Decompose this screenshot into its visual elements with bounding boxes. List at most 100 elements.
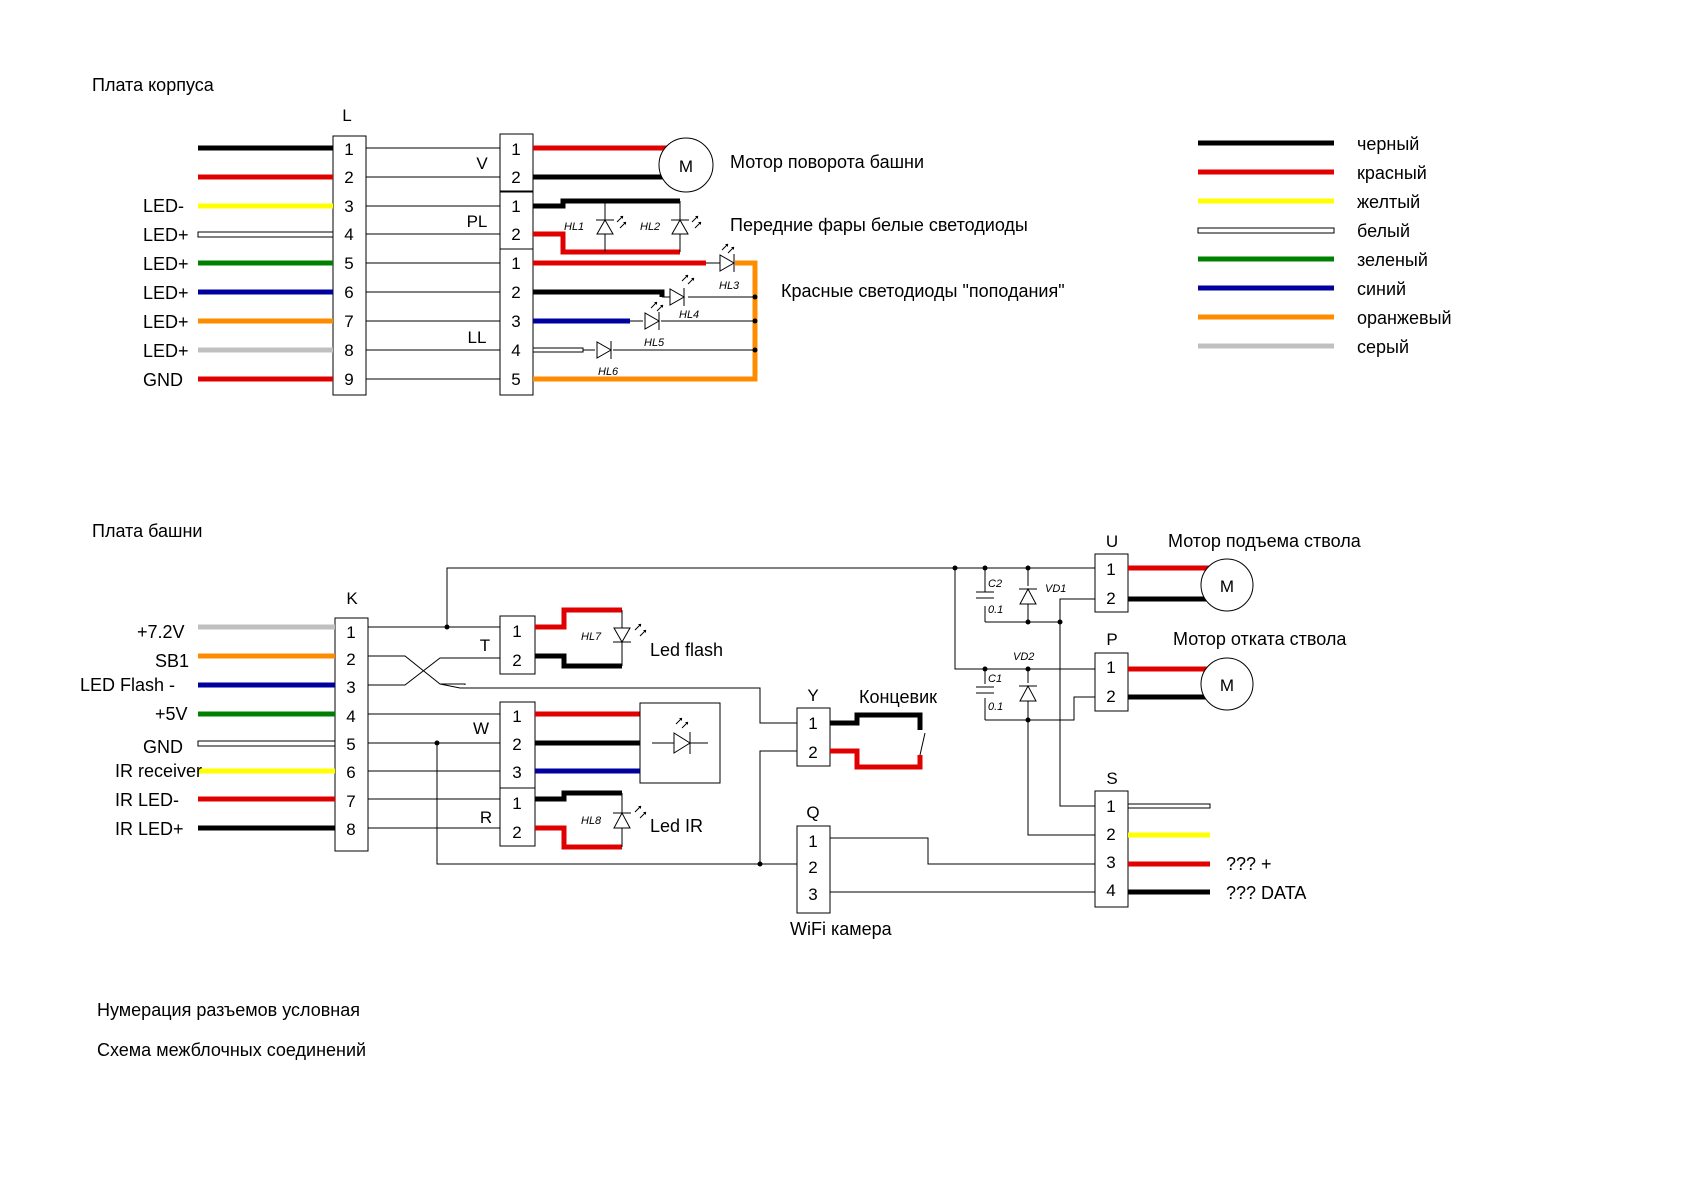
wire-label-led-plus: LED+ [143,225,189,245]
connector-Y: Y 1 2 [796,686,831,767]
pin-label: 4 [1106,881,1115,900]
hl3-label: HL3 [719,280,740,292]
hl7-label: HL7 [581,631,602,643]
connector-P-label: P [1106,630,1117,649]
turret-motor-label: Мотор поворота башни [730,152,924,172]
capacitor-c1: C1 0.1 [976,673,1003,713]
connector-U: U 1 2 M [1094,532,1254,613]
pin-label: 2 [511,225,520,244]
hl2-label: HL2 [640,221,660,233]
turret-interconnect-lines [368,567,1095,865]
pin-label: 3 [511,312,520,331]
s-pin4-label: ??? DATA [1226,883,1306,903]
limit-switch-label: Концевик [859,687,937,707]
connector-Q-label: Q [806,803,819,822]
headlights-label: Передние фары белые светодиоды [730,215,1028,235]
wire-label-sb1: SB1 [155,651,189,671]
pin-label: 6 [344,283,353,302]
pin-label: 2 [808,743,817,762]
pin-label: 4 [346,707,355,726]
legend-label: белый [1357,221,1410,241]
wire-label-gnd: GND [143,737,183,757]
pin-label: 5 [511,370,520,389]
connector-PL: 1 2 PL [467,191,534,250]
pin-label: 2 [1106,825,1115,844]
connector-W-label: W [473,719,489,738]
ir-receiver [535,702,721,784]
pin-label: 2 [344,168,353,187]
connector-V-label: V [476,154,488,173]
connector-L: L 1 2 3 4 5 6 7 8 9 [332,106,367,396]
diode-vd2: VD2 [1013,651,1037,702]
recoil-motor-label: Мотор отката ствола [1173,629,1347,649]
connector-Y-label: Y [807,686,818,705]
pin-label: 1 [346,623,355,642]
connector-V: 1 2 V [476,133,534,192]
pin-label: 2 [511,283,520,302]
connector-K: K 1 2 3 4 5 6 7 8 [334,589,369,852]
hl8-label: HL8 [581,815,602,827]
c2-label: C2 [988,578,1002,590]
color-legend: черный красный желтый белый зеленый сини… [1197,134,1452,357]
pin-label: 4 [344,225,353,244]
led-flash: HL7 [535,607,647,669]
wire-label-gnd: GND [143,370,183,390]
capacitor-c2: C2 0.1 [976,578,1003,616]
wire-label-led-plus: LED+ [143,341,189,361]
pin-label: 2 [512,651,521,670]
led-ir-label: Led IR [650,816,703,836]
connector-W: 1 2 3 W [473,701,536,789]
motor-letter: M [1220,577,1234,596]
pin-label: 7 [346,792,355,811]
connector-T: 1 2 T [480,615,536,675]
connector-K-label: K [346,589,358,608]
wire-label-ir-receiver: IR receiver [115,761,202,781]
pin-label: 1 [1106,560,1115,579]
pin-label: 1 [1106,797,1115,816]
pin-label: 3 [346,678,355,697]
connector-LL: 1 2 3 4 5 LL [468,248,534,396]
pin-label: 7 [344,312,353,331]
pin-label: 4 [511,341,520,360]
hl1-label: HL1 [564,221,584,233]
pin-label: 1 [512,622,521,641]
legend-label: красный [1357,163,1427,183]
hl6-label: HL6 [598,366,619,378]
connector-K-wires [197,624,336,831]
q-to-s-lines [830,837,1095,893]
pin-label: 2 [512,823,521,842]
vd2-label: VD2 [1013,651,1034,663]
pin-label: 5 [344,254,353,273]
motor-filter-network [954,567,1095,836]
pin-label: 8 [346,820,355,839]
wire-label-led-plus: LED+ [143,312,189,332]
turret-board-title: Плата башни [92,521,202,541]
wire-label-led-minus: LED- [143,196,184,216]
pin-label: 6 [346,763,355,782]
connector-S-label: S [1106,769,1117,788]
legend-label: серый [1357,337,1409,357]
pin-label: 2 [1106,687,1115,706]
led-flash-label: Led flash [650,640,723,660]
hit-leds: HL3 HL4 HL5 HL6 [532,243,758,382]
pin-label: 2 [346,650,355,669]
pin-label: 2 [512,735,521,754]
pin-label: 1 [808,714,817,733]
connector-R-label: R [480,808,492,827]
wire-label-led-flash: LED Flash - [80,675,175,695]
legend-label: желтый [1357,192,1420,212]
connector-PL-label: PL [467,212,488,231]
pin-label: 2 [808,858,817,877]
turret-motor: M [533,137,714,193]
legend-label: синий [1357,279,1406,299]
connector-Q: Q 1 2 3 [796,803,831,914]
wire-label-5v: +5V [155,704,188,724]
connector-L-wires [197,145,334,382]
elevation-motor-label: Мотор подъема ствола [1168,531,1362,551]
hl4-label: HL4 [679,309,699,321]
connector-LL-label: LL [468,328,487,347]
motor-letter: M [1220,676,1234,695]
c1-value: 0.1 [988,701,1003,713]
